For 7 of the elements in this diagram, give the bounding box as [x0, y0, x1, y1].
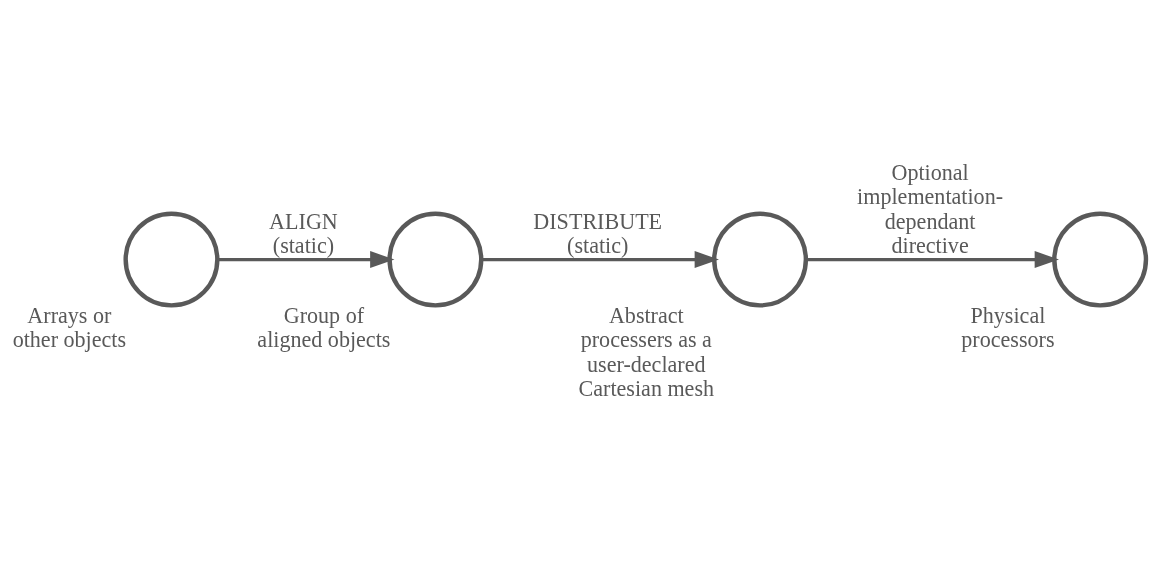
edge-label: Optional implementation-dependant directive	[857, 160, 1004, 258]
node-label: Group of aligned objects	[257, 303, 391, 353]
node-label: Arrays or other objects	[12, 303, 127, 353]
node-label: Physical processors	[961, 303, 1055, 353]
edge-label: ALIGN (static)	[269, 208, 338, 258]
edge-label: DISTRIBUTE (static)	[533, 208, 663, 258]
node-label: Abstract processers as a user-declared Cartesian mesh	[578, 303, 715, 401]
